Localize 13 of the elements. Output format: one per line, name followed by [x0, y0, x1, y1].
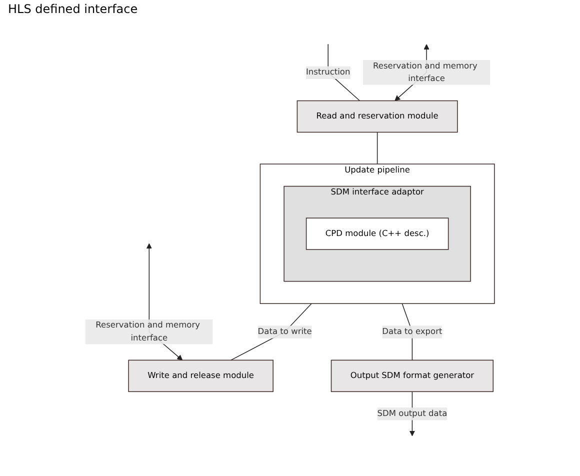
node-box: Write and release module: [128, 360, 274, 392]
node-box: Output SDM format generator: [330, 360, 494, 392]
edge-label: Data to write: [258, 326, 312, 336]
note-text: HLS defined interface: [8, 2, 138, 16]
connector: [376, 132, 378, 164]
edge-label: Instruction: [306, 68, 350, 78]
edge-label: Reservation and memory interface: [373, 61, 478, 84]
node-box: CPD module (C++ desc.): [306, 218, 449, 250]
node-box: Read and reservation module: [296, 100, 458, 133]
connector: [230, 303, 312, 361]
edge-label: Reservation and memory interface: [96, 320, 200, 343]
edge-label: SDM output data: [377, 408, 448, 418]
edge-label: Data to export: [382, 326, 442, 336]
